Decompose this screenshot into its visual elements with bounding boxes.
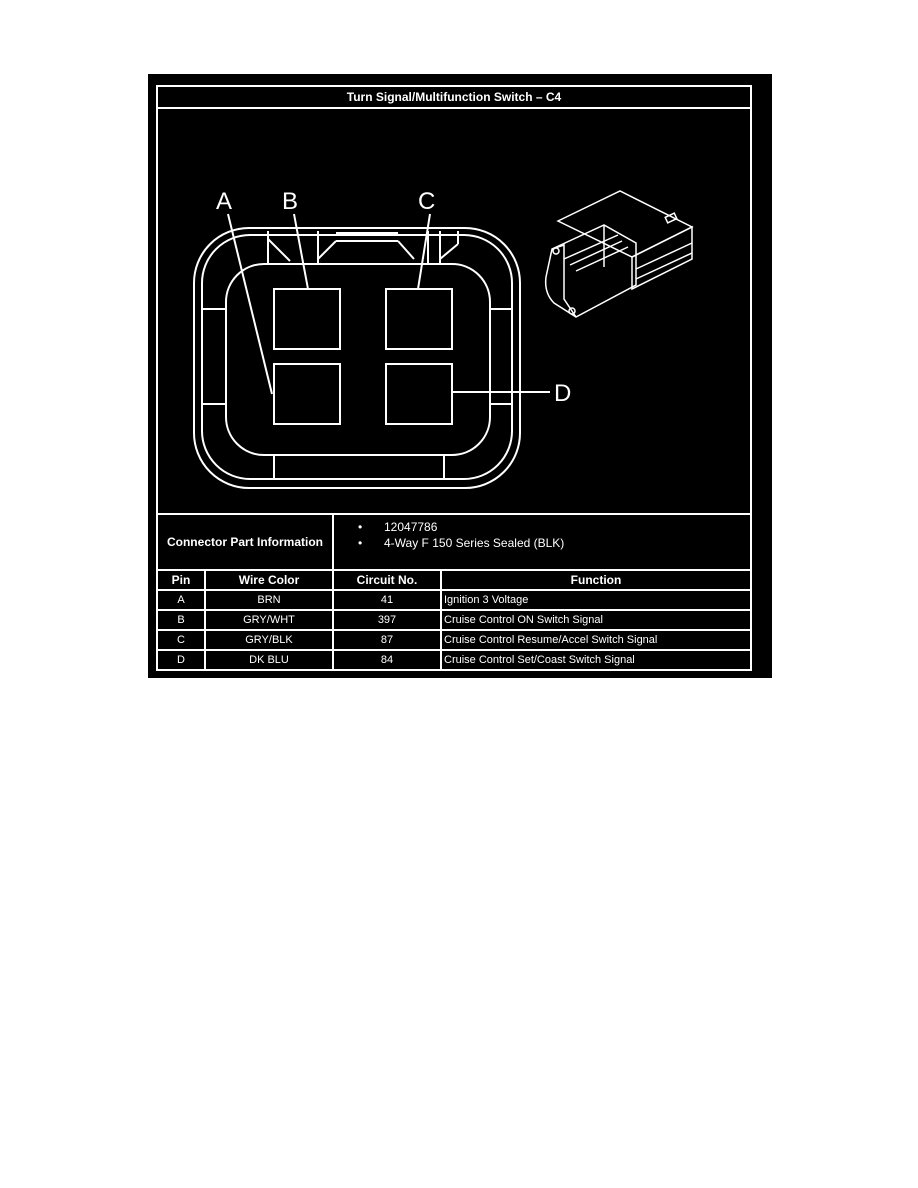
circuit-no: 84: [332, 649, 442, 671]
wire-color: GRY/WHT: [204, 609, 334, 631]
circuit-no: 87: [332, 629, 442, 651]
pin-label-a: A: [216, 188, 232, 215]
function: Cruise Control ON Switch Signal: [440, 609, 752, 631]
header-pin: Pin: [156, 569, 206, 591]
connector-info-label: Connector Part Information: [156, 513, 334, 571]
diagram-area: A B C D: [156, 107, 752, 515]
table-row: C GRY/BLK 87 Cruise Control Resume/Accel…: [156, 629, 752, 651]
function: Cruise Control Resume/Accel Switch Signa…: [440, 629, 752, 651]
header-circuit-no: Circuit No.: [332, 569, 442, 591]
table-row: D DK BLU 84 Cruise Control Set/Coast Swi…: [156, 649, 752, 671]
circuit-no: 397: [332, 609, 442, 631]
connector-figure: Turn Signal/Multifunction Switch – C4: [148, 74, 772, 678]
pin-label-d: D: [554, 380, 571, 407]
pin: C: [156, 629, 206, 651]
connector-info-values: 12047786 4-Way F 150 Series Sealed (BLK): [332, 513, 752, 571]
function: Cruise Control Set/Coast Switch Signal: [440, 649, 752, 671]
pin-label-b: B: [282, 188, 298, 215]
circuit-no: 41: [332, 589, 442, 611]
pin-label-c: C: [418, 188, 435, 215]
pin: D: [156, 649, 206, 671]
connector-3d-view-icon: [544, 190, 694, 318]
connector-description: 4-Way F 150 Series Sealed (BLK): [358, 535, 750, 551]
table-header: Pin Wire Color Circuit No. Function: [156, 569, 752, 591]
function: Ignition 3 Voltage: [440, 589, 752, 611]
connector-table: Turn Signal/Multifunction Switch – C4: [156, 85, 752, 671]
table-row: B GRY/WHT 397 Cruise Control ON Switch S…: [156, 609, 752, 631]
pin: B: [156, 609, 206, 631]
header-function: Function: [440, 569, 752, 591]
header-wire-color: Wire Color: [204, 569, 334, 591]
connector-face-view-icon: A B C D: [193, 188, 694, 489]
wire-color: BRN: [204, 589, 334, 611]
wire-color: GRY/BLK: [204, 629, 334, 651]
part-number: 12047786: [358, 519, 750, 535]
wire-color: DK BLU: [204, 649, 334, 671]
table-row: A BRN 41 Ignition 3 Voltage: [156, 589, 752, 611]
figure-title: Turn Signal/Multifunction Switch – C4: [156, 85, 752, 109]
pin: A: [156, 589, 206, 611]
